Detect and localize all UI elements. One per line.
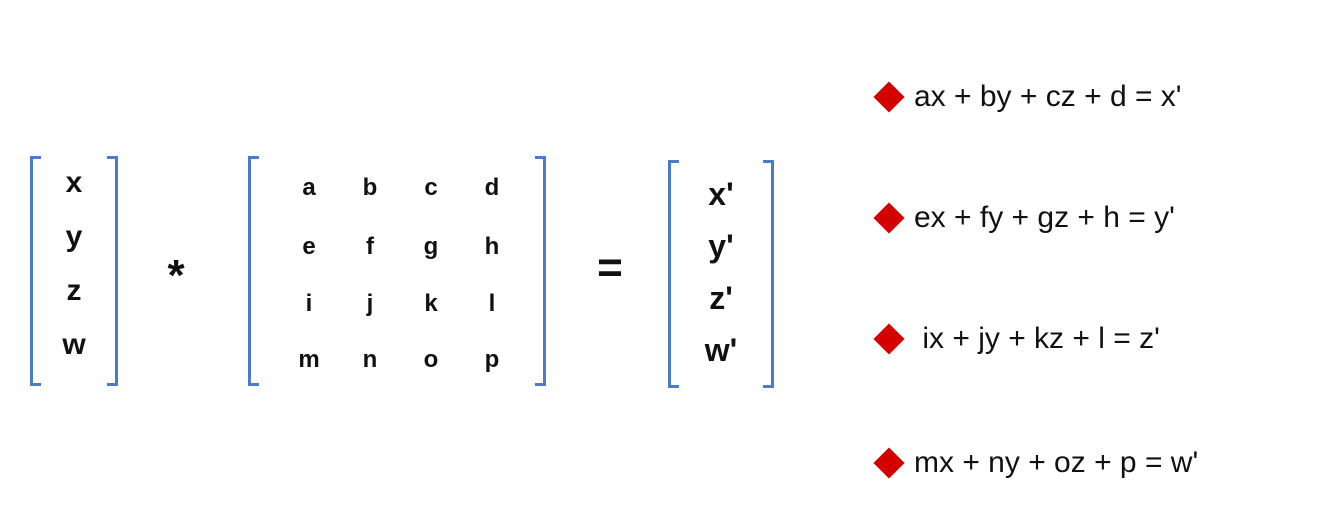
matrix-element: n [362, 346, 378, 373]
equation-row: ex + fy + gz + h = y' [872, 201, 1175, 235]
matrix-element: a [302, 174, 316, 201]
matrix-element: p [484, 346, 500, 373]
matrix-element: d [484, 174, 500, 201]
matrix-element: k [424, 290, 438, 317]
equation-row: mx + ny + oz + p = w' [872, 446, 1198, 480]
matrix-element: c [424, 174, 438, 201]
matrix-element: b [362, 174, 378, 201]
red-diamond-bullet-icon [873, 323, 905, 355]
result-element: y' [708, 228, 734, 264]
matrix-element: l [488, 290, 496, 317]
red-diamond-bullet-icon [873, 447, 905, 479]
equation-text: mx + ny + oz + p = w' [914, 446, 1199, 479]
vector-element: w [62, 328, 86, 361]
left-bracket [30, 156, 41, 386]
matrix-element: e [302, 233, 316, 260]
result-element: z' [709, 280, 733, 316]
right-bracket [535, 156, 546, 386]
matrix-element: o [423, 346, 439, 373]
result-vector: x' y' z' w' [668, 160, 774, 388]
matrix-element: f [366, 233, 374, 260]
equation-row: ix + jy + kz + l = z' [872, 322, 1160, 356]
red-diamond-bullet-icon [873, 81, 905, 113]
vector-element: y [65, 220, 83, 253]
matrix-element: i [305, 290, 313, 317]
matrix-element: g [423, 233, 439, 260]
equation-row: ax + by + cz + d = x' [872, 80, 1182, 114]
vector-element: x [65, 166, 83, 199]
transformation-matrix: a b c d e f g h i j k l m n o p [248, 156, 546, 386]
right-bracket [763, 160, 774, 388]
equation-text: ax + by + cz + d = x' [914, 80, 1182, 113]
equals-operator: = [597, 243, 623, 292]
equation-text: ex + fy + gz + h = y' [914, 201, 1175, 234]
matrix-element: m [298, 346, 320, 373]
vector-element: z [66, 274, 82, 307]
multiply-operator: * [167, 251, 185, 300]
input-vector: x y z w [30, 156, 118, 386]
right-bracket [107, 156, 118, 386]
left-bracket [668, 160, 679, 388]
result-element: x' [708, 176, 734, 212]
matrix-element: j [366, 290, 374, 317]
red-diamond-bullet-icon [873, 202, 905, 234]
result-element: w' [704, 332, 738, 368]
matrix-element: h [484, 233, 500, 260]
equation-text: ix + jy + kz + l = z' [914, 322, 1160, 355]
left-bracket [248, 156, 259, 386]
